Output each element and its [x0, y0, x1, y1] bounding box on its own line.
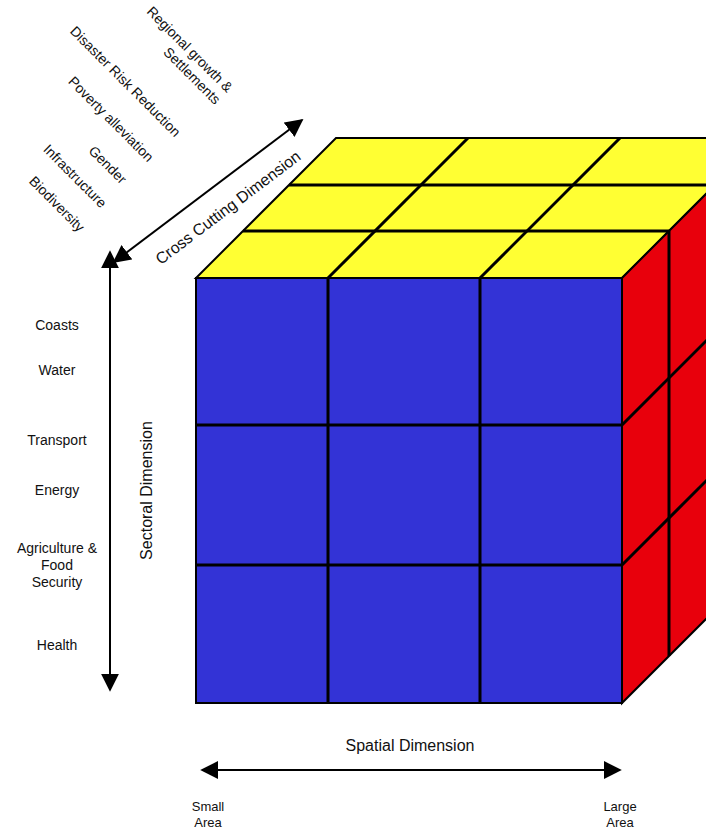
- dimension-arrows: [110, 120, 620, 770]
- cube-top-face: [196, 138, 706, 278]
- sector-item: Health: [12, 637, 102, 654]
- sector-item: Transport: [12, 432, 102, 449]
- axis-end-label: Small Area: [186, 799, 230, 831]
- cube-right-face: [622, 138, 706, 703]
- axis-title: Sectoral Dimension: [137, 380, 156, 600]
- sector-item: Energy: [12, 482, 102, 499]
- sector-item: Water: [12, 362, 102, 379]
- axis-end-label: Large Area: [598, 799, 642, 831]
- cross-cutting-item: Infrastructure: [0, 43, 110, 211]
- cube-grid: [196, 138, 706, 703]
- cube-front-face: [196, 278, 622, 703]
- sector-item: Coasts: [12, 317, 102, 334]
- axis-title: Spatial Dimension: [290, 736, 530, 755]
- sector-item: Agriculture & Food Security: [14, 540, 100, 591]
